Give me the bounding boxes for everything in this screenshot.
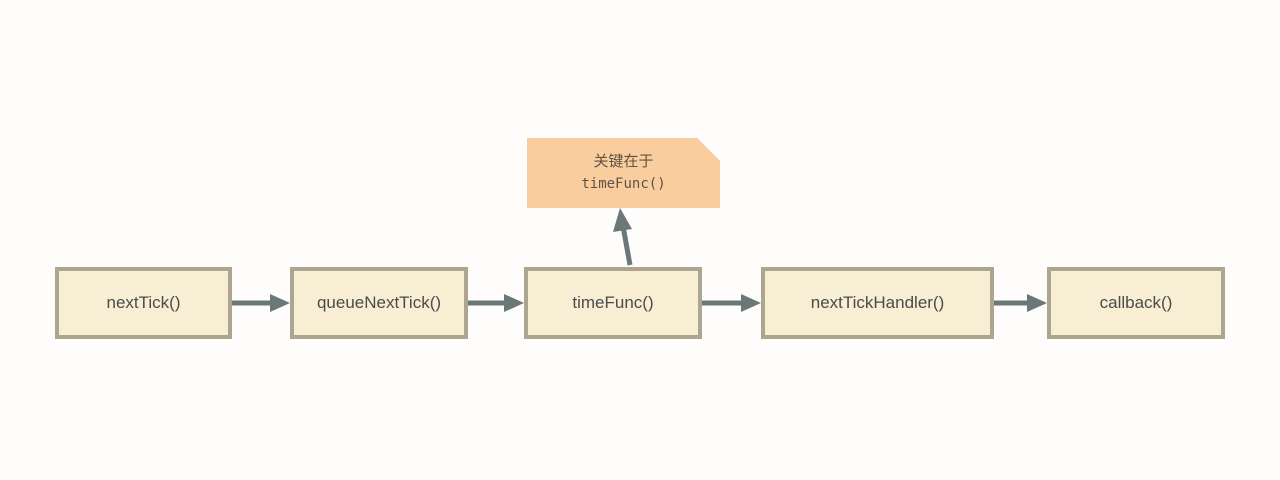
node-nextTickHandler: nextTickHandler() — [761, 267, 994, 339]
edge-arrowhead-2 — [504, 294, 524, 312]
note-subtitle: timeFunc() — [581, 176, 666, 192]
edge-timeFunc-to-note — [620, 225, 633, 266]
node-queueNextTick: queueNextTick() — [290, 267, 468, 339]
edge-arrowhead-3 — [741, 294, 761, 312]
edge-arrowhead-5 — [613, 208, 632, 232]
edge-arrowhead-1 — [270, 294, 290, 312]
node-nextTick: nextTick() — [55, 267, 232, 339]
node-label: nextTick() — [106, 293, 181, 312]
edge-arrowhead-4 — [1027, 294, 1047, 312]
node-timeFunc: timeFunc() — [524, 267, 702, 339]
node-callback: callback() — [1047, 267, 1225, 339]
note-title: 关键在于 — [593, 152, 654, 170]
edges-group — [232, 208, 1047, 312]
node-label: timeFunc() — [572, 293, 654, 312]
note-callout: 关键在于 timeFunc() — [527, 138, 720, 208]
node-label: nextTickHandler() — [810, 293, 945, 312]
node-label: queueNextTick() — [316, 293, 442, 312]
node-label: callback() — [1099, 293, 1173, 312]
